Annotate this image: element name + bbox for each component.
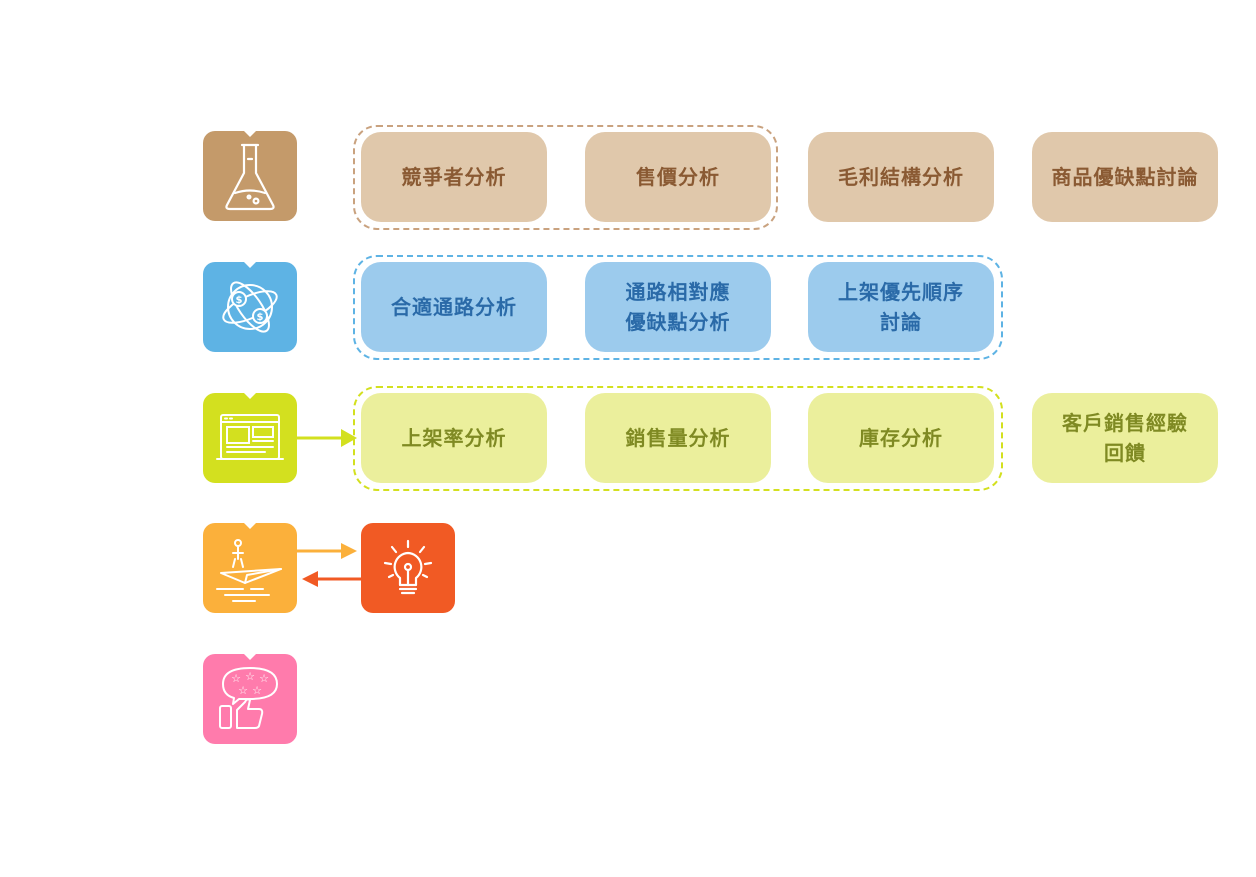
row1-box-2-label: 售價分析 [636,165,720,189]
row2-box-3-label: 上架優先順序 討論 [838,280,964,334]
paper-plane-tile [203,523,297,613]
row3-box-2: 銷售量分析 [585,393,771,483]
lightbulb-icon [383,539,433,595]
row1-box-3-label: 毛利結構分析 [838,165,964,189]
lightbulb-tile [361,523,455,613]
row2-box-2-label: 通路相對應 優缺點分析 [625,280,731,334]
rating-tile: ☆ ☆ ☆ ☆ ☆ [203,654,297,744]
svg-text:☆: ☆ [238,684,248,697]
flask-tile [203,131,297,221]
flask-icon [225,143,275,211]
row2-box-3: 上架優先順序 討論 [808,262,994,352]
svg-text:$: $ [257,312,264,323]
from-bulb-arrow [302,571,362,587]
to-bulb-arrow [297,543,357,559]
web-page-tile [203,393,297,483]
rating-thumbs-up-icon: ☆ ☆ ☆ ☆ ☆ [219,667,278,729]
svg-text:☆: ☆ [231,672,241,685]
row3-box-4-label: 客戶銷售經驗 回饋 [1062,411,1188,465]
row3-box-1-label: 上架率分析 [401,426,507,450]
web-page-icon [216,414,284,460]
row1-box-1: 競爭者分析 [361,132,547,222]
svg-text:☆: ☆ [252,684,262,697]
competitor-group-outline [353,125,778,230]
svg-text:☆: ☆ [259,672,269,685]
row3-connector-arrow [297,429,357,447]
row1-box-2: 售價分析 [585,132,771,222]
paper-plane-launch-icon [216,539,282,602]
row3-box-4: 客戶銷售經驗 回饋 [1032,393,1218,483]
channel-group-outline [353,255,1003,360]
row1-box-1-label: 競爭者分析 [401,165,507,189]
svg-text:☆: ☆ [245,670,255,683]
row1-box-3: 毛利結構分析 [808,132,994,222]
svg-text:$: $ [236,295,243,306]
row3-box-2-label: 銷售量分析 [625,426,731,450]
row2-box-1-label: 合適通路分析 [391,295,517,319]
row1-box-4: 商品優缺點討論 [1032,132,1218,222]
row3-box-3: 庫存分析 [808,393,994,483]
globe-dollar-icon: $ $ [222,281,278,333]
row1-box-4-label: 商品優缺點討論 [1051,165,1199,189]
row2-box-1: 合適通路分析 [361,262,547,352]
row2-box-2: 通路相對應 優缺點分析 [585,262,771,352]
globe-tile: $ $ [203,262,297,352]
row3-box-1: 上架率分析 [361,393,547,483]
row3-box-3-label: 庫存分析 [859,426,943,450]
